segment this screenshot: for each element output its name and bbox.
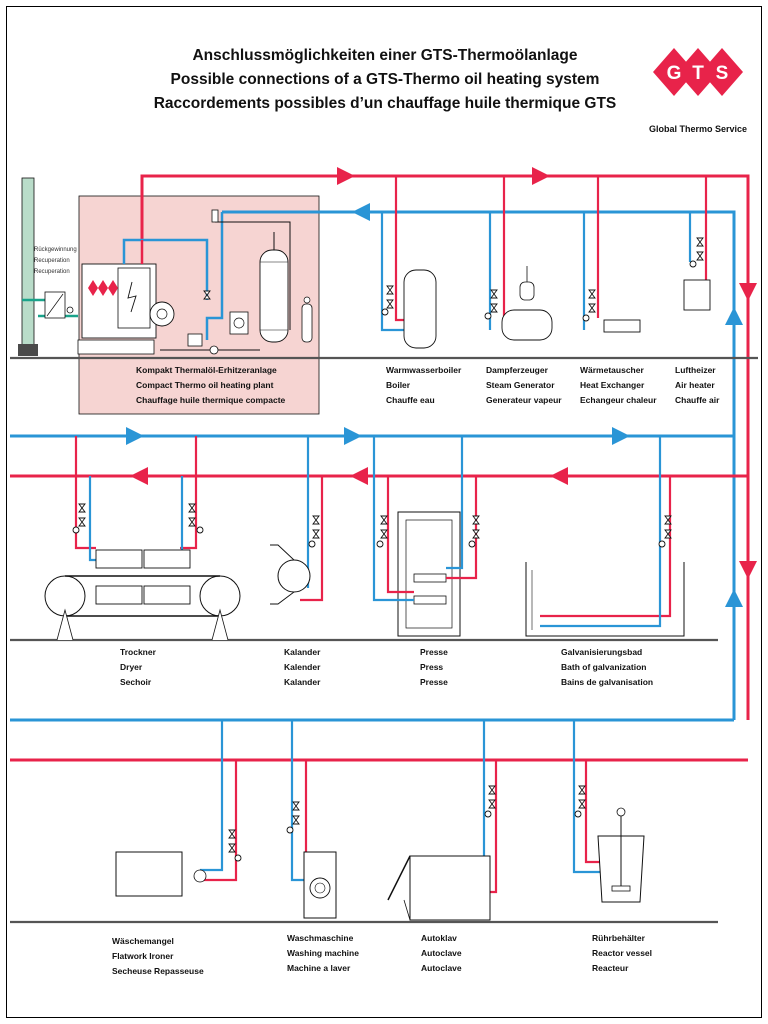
label-heatex-de: Wärmetauscher <box>580 365 644 375</box>
label-autoclave-en: Autoclave <box>421 948 462 958</box>
label-washer-en: Washing machine <box>287 948 359 958</box>
label-dryer-fr: Sechoir <box>120 677 152 687</box>
gas-cylinder <box>301 296 313 343</box>
air-heater-unit <box>683 176 711 311</box>
autoclave-unit <box>387 720 498 921</box>
flatwork-ironer-unit <box>115 720 242 897</box>
recuperation-label-3: Recuperation <box>34 269 70 275</box>
diagram-frame <box>6 6 762 1018</box>
label-ironer-fr: Secheuse Repasseuse <box>112 966 204 976</box>
label-galv-de: Galvanisierungsbad <box>561 647 642 657</box>
logo-letter-t: T <box>692 63 704 84</box>
chimney <box>18 177 78 356</box>
label-calender-en: Kalender <box>284 662 321 672</box>
logo-letter-g: G <box>667 63 682 84</box>
label-airheater-de: Luftheizer <box>675 365 716 375</box>
title-fr: Raccordements possibles d’un chauffage h… <box>154 95 617 112</box>
label-press-fr: Presse <box>420 677 448 687</box>
label-dryer-en: Dryer <box>120 662 143 672</box>
label-galv-fr: Bains de galvanisation <box>561 677 653 687</box>
press-unit <box>372 436 480 637</box>
label-steam-en: Steam Generator <box>486 380 555 390</box>
calender-unit <box>270 436 324 605</box>
main-supply-line <box>140 174 750 720</box>
main-return-line <box>222 210 736 720</box>
label-steam-de: Dampferzeuger <box>486 365 549 375</box>
label-autoclave-de: Autoklav <box>421 933 457 943</box>
dryer-unit <box>44 436 241 641</box>
heater-unit <box>77 263 175 355</box>
label-boiler-en: Boiler <box>386 380 411 390</box>
title-de: Anschlussmöglichkeiten einer GTS-Thermoö… <box>192 47 577 64</box>
label-calender-de: Kalander <box>284 647 321 657</box>
label-plant-en: Compact Thermo oil heating plant <box>136 380 274 390</box>
label-press-de: Presse <box>420 647 448 657</box>
floor-lines <box>10 356 758 924</box>
label-reactor-de: Rührbehälter <box>592 933 646 943</box>
gts-logo: G T S Global Thermo Service <box>649 48 747 134</box>
label-reactor-fr: Reacteur <box>592 963 629 973</box>
label-airheater-fr: Chauffe air <box>675 395 720 405</box>
label-calender-fr: Kalander <box>284 677 321 687</box>
logo-letter-s: S <box>716 63 729 84</box>
heat-exchanger-unit <box>582 176 641 333</box>
recuperation-label-1: Rückgewinnung <box>34 247 77 253</box>
galvanization-bath-unit <box>525 436 685 637</box>
reactor-vessel-unit <box>572 720 645 903</box>
label-ironer-de: Wäschemangel <box>112 936 174 946</box>
steam-generator-unit <box>484 176 553 341</box>
label-dryer-de: Trockner <box>120 647 157 657</box>
label-heatex-fr: Echangeur chaleur <box>580 395 657 405</box>
expansion-tank <box>259 232 289 343</box>
label-press-en: Press <box>420 662 443 672</box>
label-heatex-en: Heat Exchanger <box>580 380 645 390</box>
boiler-unit <box>380 176 437 349</box>
label-washer-fr: Machine a laver <box>287 963 351 973</box>
label-plant-de: Kompakt Thermalöl-Erhitzeranlage <box>136 365 277 375</box>
recuperation-label-2: Recuperation <box>34 258 70 264</box>
washing-machine-unit <box>286 720 337 919</box>
title-en: Possible connections of a GTS-Thermo oil… <box>171 71 600 88</box>
label-galv-en: Bath of galvanization <box>561 662 646 672</box>
label-ironer-en: Flatwork Ironer <box>112 951 174 961</box>
main-supply-arrows <box>337 167 757 579</box>
main-return-arrows <box>352 203 743 607</box>
logo-caption: Global Thermo Service <box>649 124 747 134</box>
labels: Kompakt Thermalöl-Erhitzeranlage Compact… <box>112 365 720 976</box>
label-washer-de: Waschmaschine <box>287 933 354 943</box>
label-plant-fr: Chauffage huile thermique compacte <box>136 395 286 405</box>
label-autoclave-fr: Autoclave <box>421 963 462 973</box>
filter-unit <box>187 311 249 355</box>
plant-internal-piping <box>122 212 291 351</box>
label-airheater-en: Air heater <box>675 380 715 390</box>
label-boiler-de: Warmwasserboiler <box>386 365 462 375</box>
label-boiler-fr: Chauffe eau <box>386 395 435 405</box>
label-reactor-en: Reactor vessel <box>592 948 652 958</box>
label-steam-fr: Generateur vapeur <box>486 395 562 405</box>
